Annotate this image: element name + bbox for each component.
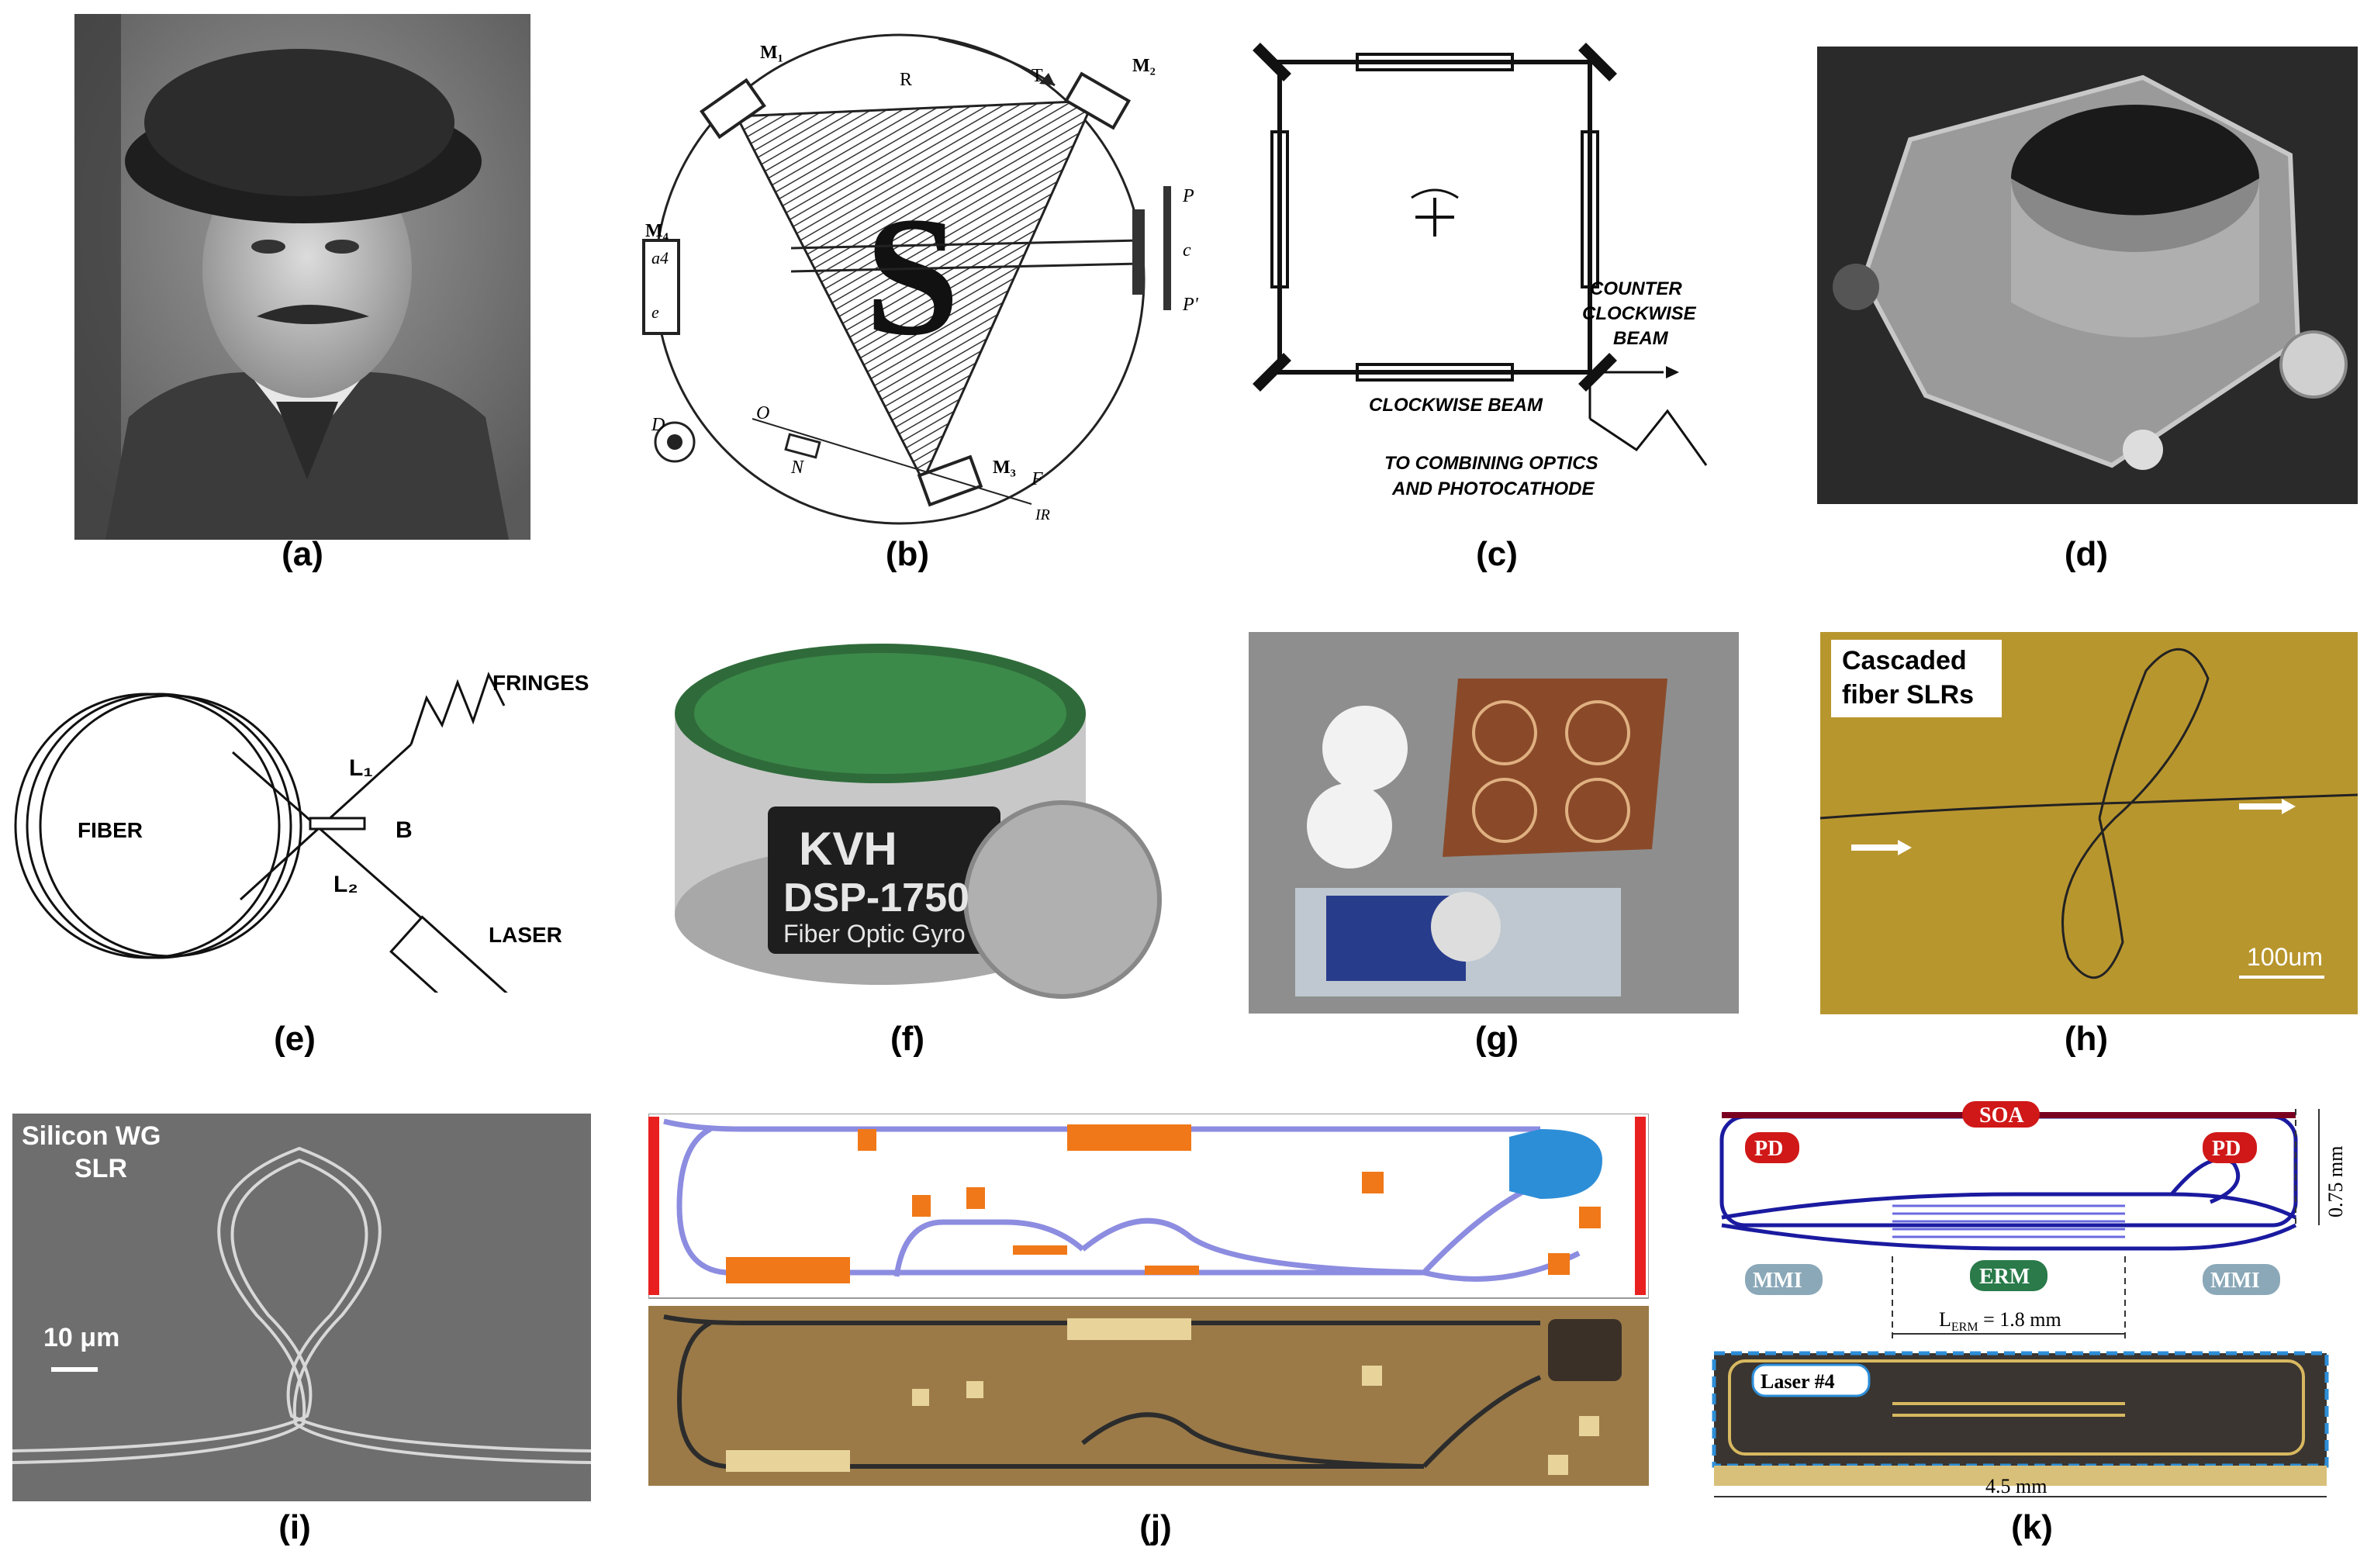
caption-j: (j) bbox=[1139, 1508, 1172, 1546]
b-label-r: R bbox=[900, 70, 912, 90]
i-title-line2: SLR bbox=[74, 1154, 127, 1183]
panel-d-ring-laser-gyro-photo bbox=[1817, 47, 2358, 504]
k-laser-label: Laser #4 bbox=[1761, 1370, 1835, 1393]
b-label-c: c bbox=[1183, 240, 1191, 261]
h-title-line2: fiber SLRs bbox=[1842, 680, 1974, 710]
k-lerm-l: L bbox=[1939, 1308, 1951, 1331]
b-label-p-prime: P' bbox=[1182, 295, 1199, 315]
b-label-m4: M₄ bbox=[645, 221, 669, 241]
k-mmi-left-label: MMI bbox=[1753, 1269, 1802, 1293]
e-laser-label: LASER bbox=[489, 923, 562, 947]
b-label-e: e bbox=[651, 302, 659, 322]
caption-i: (i) bbox=[278, 1508, 311, 1546]
c-counter-line3: BEAM bbox=[1613, 328, 1669, 349]
panel-j-photonic-chip-layout bbox=[648, 1114, 1649, 1486]
b-label-m2: M₂ bbox=[1132, 56, 1156, 76]
e-l1-label: L₁ bbox=[349, 755, 373, 781]
b-label-t: T bbox=[1031, 66, 1043, 86]
e-b-label: B bbox=[396, 817, 413, 843]
caption-c: (c) bbox=[1476, 535, 1518, 573]
c-counter-line1: COUNTER bbox=[1590, 278, 1682, 299]
e-l2-label: L₂ bbox=[333, 872, 358, 897]
k-pd-left-label: PD bbox=[1754, 1137, 1783, 1161]
k-mmi-right-label: MMI bbox=[2210, 1269, 2260, 1293]
c-counter-line2: CLOCKWISE bbox=[1582, 303, 1697, 324]
caption-b: (b) bbox=[885, 535, 930, 573]
k-soa-label: SOA bbox=[1979, 1103, 2024, 1128]
panel-c-ring-laser-diagram: COUNTER CLOCKWISE BEAM CLOCKWISE BEAM TO… bbox=[1241, 31, 1737, 520]
k-pd-right-label: PD bbox=[2212, 1137, 2241, 1161]
k-erm-label: ERM bbox=[1979, 1265, 2030, 1289]
caption-f: (f) bbox=[890, 1020, 924, 1058]
h-scale-label: 100um bbox=[2247, 943, 2323, 971]
b-label-ir: IR bbox=[1035, 506, 1050, 523]
k-lerm-sub: ERM bbox=[1951, 1321, 1978, 1334]
i-title-line1: Silicon WG bbox=[22, 1121, 161, 1151]
f-brand-label: KVH bbox=[799, 823, 897, 875]
b-label-m1: M₁ bbox=[760, 43, 783, 63]
caption-a: (a) bbox=[282, 535, 323, 573]
panel-g-optical-bench-photo bbox=[1249, 632, 1739, 1014]
caption-e: (e) bbox=[274, 1020, 316, 1058]
b-label-n: N bbox=[790, 458, 805, 478]
b-label-o: O bbox=[756, 403, 769, 423]
c-clockwise-beam: CLOCKWISE BEAM bbox=[1369, 395, 1543, 416]
panel-e-fiber-gyro-schematic: FRINGES FIBER LASER L₁ L₂ B bbox=[8, 651, 613, 993]
b-letter-s: S bbox=[865, 181, 959, 371]
panel-k-ring-laser-pic-diagram: SOA PD PD MMI MMI ERM LERM = 1.8 mm 0.75… bbox=[1706, 1101, 2365, 1504]
c-combining-line1: TO COMBINING OPTICS bbox=[1384, 453, 1598, 474]
panel-a-portrait-photo bbox=[74, 14, 530, 540]
k-height-label: 0.75 mm bbox=[2324, 1146, 2347, 1217]
e-fringes-label: FRINGES bbox=[492, 671, 589, 695]
k-width-label: 4.5 mm bbox=[1985, 1475, 2047, 1497]
b-label-p: P bbox=[1182, 186, 1194, 206]
f-model-label: DSP-1750 bbox=[783, 876, 969, 920]
k-lerm-value: = 1.8 mm bbox=[1978, 1308, 2061, 1331]
panel-b-sagnac-interferometer-drawing: S M₁ M₂ M₃ M₄ R T P c P' D O N F IR e a4 bbox=[597, 8, 1218, 527]
panel-f-fiber-optic-gyro-product-photo: KVH DSP-1750 Fiber Optic Gyro bbox=[667, 636, 1187, 1000]
c-combining-line2: AND PHOTOCATHODE bbox=[1391, 478, 1595, 499]
panel-h-cascaded-fiber-slr-micrograph: Cascaded fiber SLRs 100um bbox=[1820, 632, 2358, 1014]
b-label-f: F bbox=[1031, 469, 1043, 489]
caption-h: (h) bbox=[2064, 1020, 2109, 1058]
caption-k: (k) bbox=[2011, 1508, 2053, 1546]
i-scale-label: 10 μm bbox=[43, 1323, 119, 1352]
k-lerm-label: LERM = 1.8 mm bbox=[1939, 1308, 2061, 1334]
panel-i-silicon-waveguide-slr-sem: Silicon WG SLR 10 μm bbox=[12, 1114, 591, 1501]
caption-g: (g) bbox=[1474, 1020, 1519, 1058]
f-subtitle-label: Fiber Optic Gyro bbox=[783, 920, 966, 948]
caption-d: (d) bbox=[2064, 535, 2109, 573]
b-label-m3: M₃ bbox=[993, 458, 1016, 478]
b-label-a4: a4 bbox=[651, 248, 669, 268]
b-label-d: D bbox=[651, 415, 665, 435]
e-fiber-label: FIBER bbox=[78, 818, 143, 842]
h-title-line1: Cascaded bbox=[1842, 646, 1967, 675]
